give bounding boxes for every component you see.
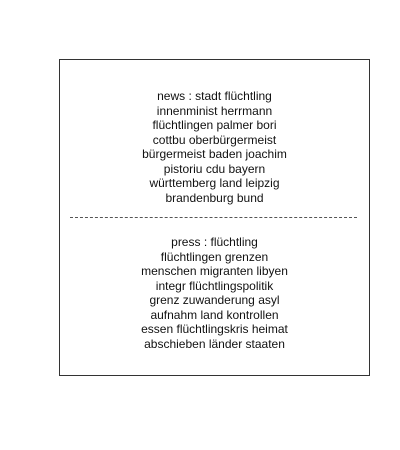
news-term-line: bürgermeist baden joachim (142, 147, 287, 161)
dashed-divider (70, 217, 357, 218)
topic-box: news : stadt flüchtling innenminist herr… (59, 59, 370, 376)
news-term-line: pistoriu cdu bayern (163, 161, 266, 176)
news-term-line: cottbu oberbürgermeist (152, 132, 277, 147)
press-term-line: flüchtlingen grenzen (160, 249, 269, 264)
news-term-line: flüchtlingen palmer bori (152, 118, 277, 132)
press-topic-heading: press : flüchtling (171, 235, 258, 249)
press-term-line: abschieben länder staaten (144, 336, 285, 351)
news-topic-heading: news : stadt flüchtling (157, 89, 272, 103)
press-term-line: integr flüchtlingspolitik (155, 278, 274, 293)
press-term-line: menschen migranten libyen (141, 264, 288, 278)
press-term-line: grenz zuwanderung asyl (149, 293, 280, 307)
press-term-line: aufnahm land kontrollen (150, 307, 279, 322)
news-term-line: innenminist herrmann (156, 103, 273, 118)
press-topic-panel: press : flüchtling flüchtlingen grenzen … (60, 235, 369, 351)
news-term-line: brandenburg bund (165, 190, 264, 205)
news-term-line: württemberg land leipzig (149, 176, 280, 190)
news-topic-panel: news : stadt flüchtling innenminist herr… (60, 89, 369, 205)
press-term-line: essen flüchtlingskris heimat (141, 322, 288, 336)
